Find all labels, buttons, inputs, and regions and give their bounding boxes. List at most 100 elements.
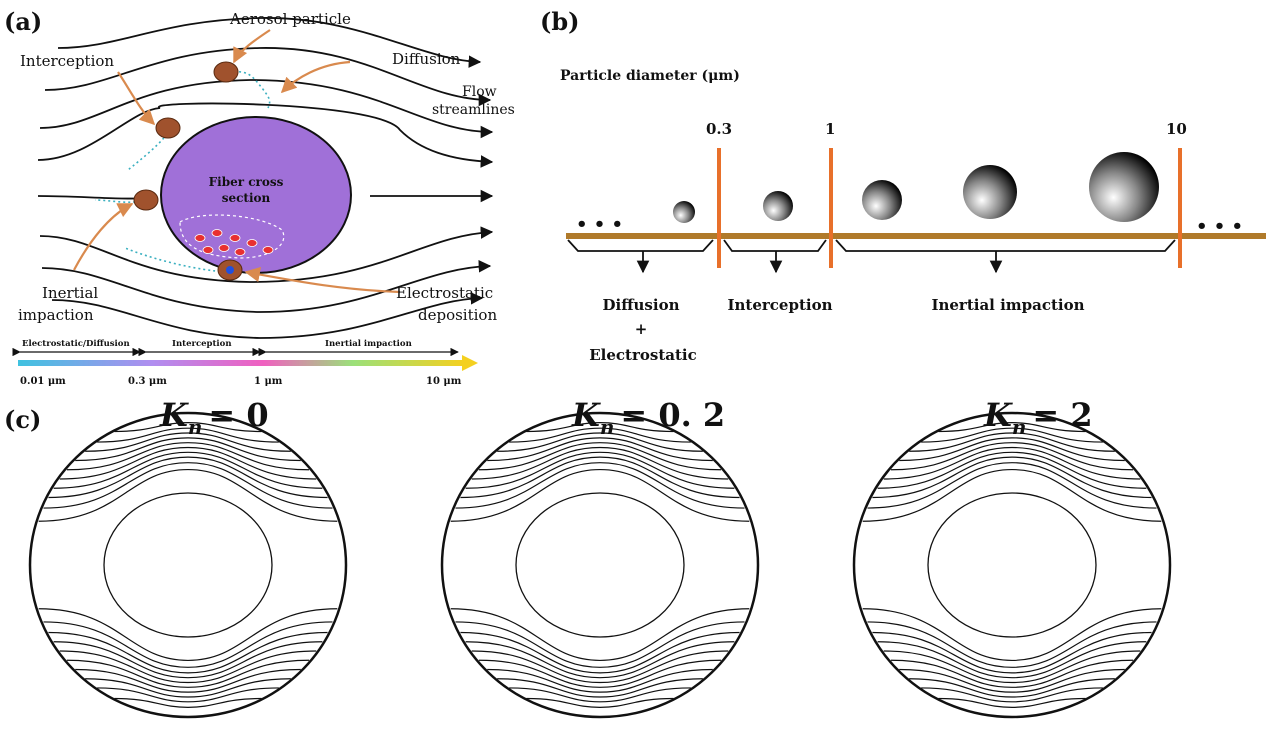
electrostatic-label-1: Electrostatic: [396, 284, 493, 302]
streamline: [526, 422, 674, 433]
streamline: [890, 442, 1134, 471]
streamline-plot-kn-2: [852, 411, 1172, 719]
streamline: [872, 456, 1152, 499]
streamline: [43, 462, 333, 509]
streamline: [478, 442, 722, 471]
outer-boundary: [28, 411, 348, 719]
ellipsis-left: • • •: [576, 214, 623, 235]
panel-c: (c) Kn= 0 Kn= 0. 2 Kn= 2: [4, 396, 1172, 719]
streamline: [97, 427, 279, 443]
streamline-plot-kn-0: [28, 411, 348, 719]
streamline: [465, 451, 735, 489]
streamline: [867, 462, 1157, 509]
size-scale: Electrostatic/Diffusion Interception Ine…: [12, 339, 478, 387]
streamline: [85, 678, 291, 698]
particle-trails: [94, 70, 271, 273]
streamline: [909, 432, 1115, 452]
streamline: [883, 650, 1141, 684]
streamline: [450, 468, 750, 522]
inertial-label-1: Inertial: [42, 284, 98, 302]
streamline: [497, 432, 703, 452]
label-pointers: [73, 29, 401, 294]
outer-boundary: [440, 411, 760, 719]
tick-03: 0.3 μm: [128, 376, 167, 387]
kn-title-2: Kn= 2: [983, 396, 1093, 439]
streamline: [478, 659, 722, 688]
streamline: [114, 697, 262, 708]
tick-1: 1 μm: [254, 376, 283, 387]
panel-b-tag: (b): [540, 7, 580, 36]
streamline: [460, 631, 740, 674]
streamline: [921, 687, 1103, 703]
tick-001: 0.01 μm: [20, 376, 66, 387]
fiber-label-1: Fiber cross: [209, 175, 284, 189]
region-interception: Interception: [728, 296, 833, 314]
outer-boundary: [852, 411, 1172, 719]
region-brackets: [567, 239, 1176, 274]
charge-region: [179, 214, 285, 259]
streamline: [114, 422, 262, 433]
streamline: [75, 668, 301, 693]
spectrum-arrowhead: [462, 355, 478, 371]
region-diffusion: Diffusion: [603, 296, 680, 314]
region-plus: +: [635, 320, 648, 338]
streamline: [48, 456, 328, 499]
streamline: [938, 422, 1086, 433]
ellipsis-right: • • •: [1196, 216, 1243, 237]
streamline: [471, 446, 729, 480]
flow-streamlines: [37, 17, 492, 339]
fiber-label-2: section: [222, 191, 271, 205]
streamline: [487, 437, 713, 462]
tick-label-1: 1: [825, 120, 835, 138]
flow-label-1: Flow: [462, 84, 497, 100]
streamline: [938, 697, 1086, 708]
streamline: [66, 659, 310, 688]
panel-a: (a) Fiber cross section: [4, 7, 515, 387]
kn-title-0: Kn= 0: [159, 396, 269, 439]
streamline: [867, 621, 1157, 668]
streamline: [862, 608, 1162, 662]
particle-spheres: [673, 152, 1159, 223]
streamline: [59, 650, 317, 684]
axis-title: Particle diameter (μm): [560, 68, 740, 84]
streamline: [890, 659, 1134, 688]
streamline: [75, 437, 301, 462]
charge-markers: [194, 229, 274, 256]
diameter-axis-bar: [566, 233, 1266, 239]
streamline: [59, 446, 317, 480]
electrostatic-label-2: deposition: [418, 306, 497, 324]
streamline: [43, 621, 333, 668]
streamline: [455, 621, 745, 668]
scale-interception-label: Interception: [172, 339, 232, 349]
streamline: [53, 641, 323, 679]
streamline: [883, 446, 1141, 480]
inertial-label-2: impaction: [18, 306, 94, 324]
streamline: [66, 442, 310, 471]
scale-inertial-label: Inertial impaction: [325, 339, 412, 349]
aerosol-label: Aerosol particle: [229, 10, 351, 28]
region-inertial: Inertial impaction: [931, 296, 1084, 314]
streamline-plot-kn-0.2: [440, 411, 760, 719]
streamline: [465, 641, 735, 679]
streamline: [872, 631, 1152, 674]
streamline: [497, 678, 703, 698]
panel-c-tag: (c): [4, 405, 41, 434]
streamline: [909, 678, 1115, 698]
panel-b: (b) Particle diameter (μm) 0.3 1 10 • • …: [540, 7, 1266, 364]
inner-fiber: [927, 492, 1097, 638]
panel-a-tag: (a): [4, 7, 42, 36]
streamline: [899, 668, 1125, 693]
charge-dot: [226, 266, 234, 274]
streamline: [38, 608, 338, 662]
streamline: [48, 631, 328, 674]
streamline: [862, 468, 1162, 522]
streamline: [921, 427, 1103, 443]
diffusion-label: Diffusion: [392, 50, 461, 68]
tick-10: 10 μm: [426, 376, 462, 387]
tick-label-10: 10: [1166, 120, 1187, 138]
streamline: [38, 468, 338, 522]
streamline: [53, 451, 323, 489]
streamline: [509, 427, 691, 443]
streamline: [526, 697, 674, 708]
